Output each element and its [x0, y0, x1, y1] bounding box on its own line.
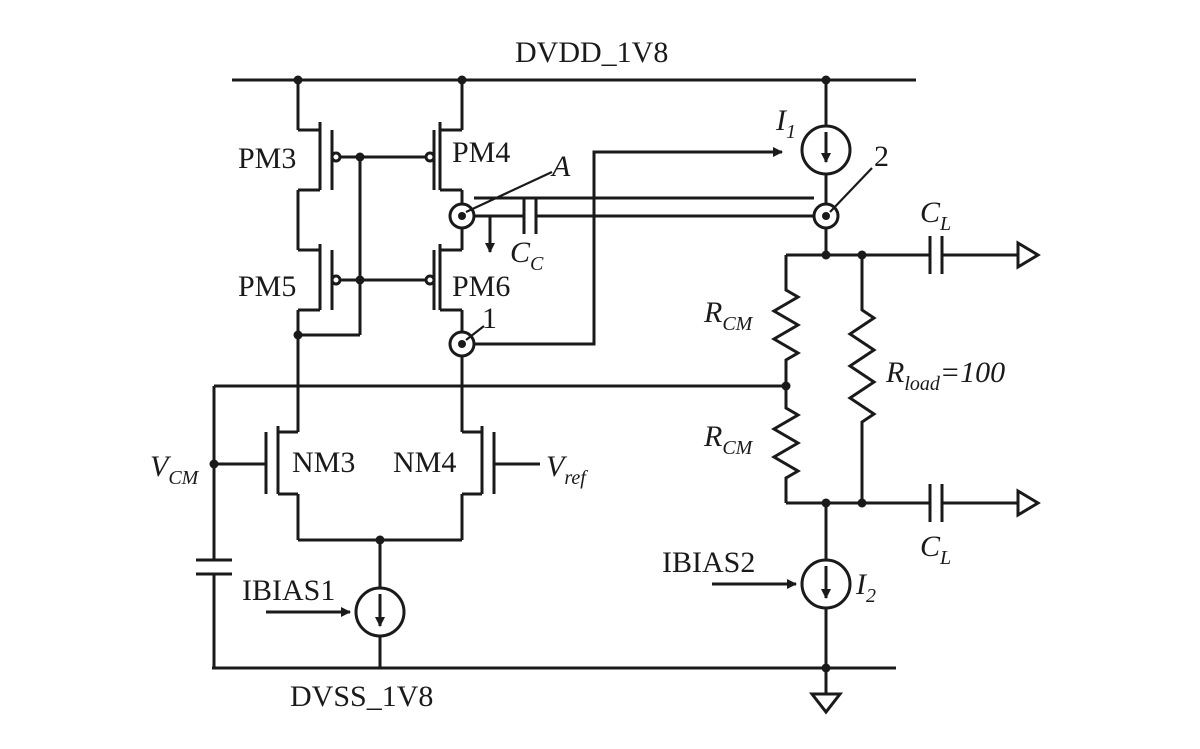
- rload-label: Rload=100: [885, 356, 1005, 395]
- transistor-pm5: [296, 244, 426, 420]
- cc-label: CC: [510, 236, 544, 275]
- current-source-i2: [712, 503, 852, 694]
- load-capacitor-bottom: [928, 484, 1041, 522]
- pm4-label: PM4: [452, 136, 510, 169]
- ibias2-label: IBIAS2: [662, 546, 755, 579]
- node-1-label: 1: [482, 302, 497, 335]
- resistor-rcm-top: [771, 255, 801, 386]
- transistor-pm6: [424, 228, 464, 332]
- i1-label: I1: [775, 104, 796, 143]
- node-2-label: 2: [874, 140, 889, 173]
- vref-label: Vref: [546, 450, 588, 489]
- resistor-rload: [847, 255, 877, 503]
- current-source-i1: [800, 75, 852, 204]
- ground-rail-label: DVSS_1V8: [290, 680, 433, 713]
- transistor-pm4: [424, 80, 464, 204]
- pm3-label: PM3: [238, 142, 296, 175]
- rcm-bottom-label: RCM: [703, 420, 754, 459]
- vcm-label: VCM: [150, 450, 200, 489]
- pm6-label: PM6: [452, 270, 510, 303]
- node-a-label: A: [550, 150, 571, 183]
- cl-top-label: CL: [920, 196, 951, 235]
- i2-label: I2: [855, 568, 876, 607]
- rcm-top-label: RCM: [703, 296, 754, 335]
- nm3-label: NM3: [292, 446, 355, 479]
- transistor-nm3: [214, 420, 300, 540]
- ground-symbol: [808, 692, 844, 715]
- nm4-label: NM4: [393, 446, 456, 479]
- compensation-capacitor: [474, 198, 814, 234]
- cl-bottom-label: CL: [920, 530, 951, 569]
- transistor-nm4: [460, 420, 540, 540]
- pm5-label: PM5: [238, 270, 296, 303]
- vcm-capacitor: [196, 558, 232, 668]
- resistor-rcm-bottom: [771, 386, 801, 503]
- node-a-port: [448, 202, 476, 230]
- supply-rail-label: DVDD_1V8: [515, 36, 668, 69]
- current-source-ibias1: [266, 586, 406, 668]
- transistor-pm3: [296, 80, 426, 250]
- ibias1-label: IBIAS1: [242, 574, 335, 607]
- load-capacitor-top: [928, 236, 1041, 274]
